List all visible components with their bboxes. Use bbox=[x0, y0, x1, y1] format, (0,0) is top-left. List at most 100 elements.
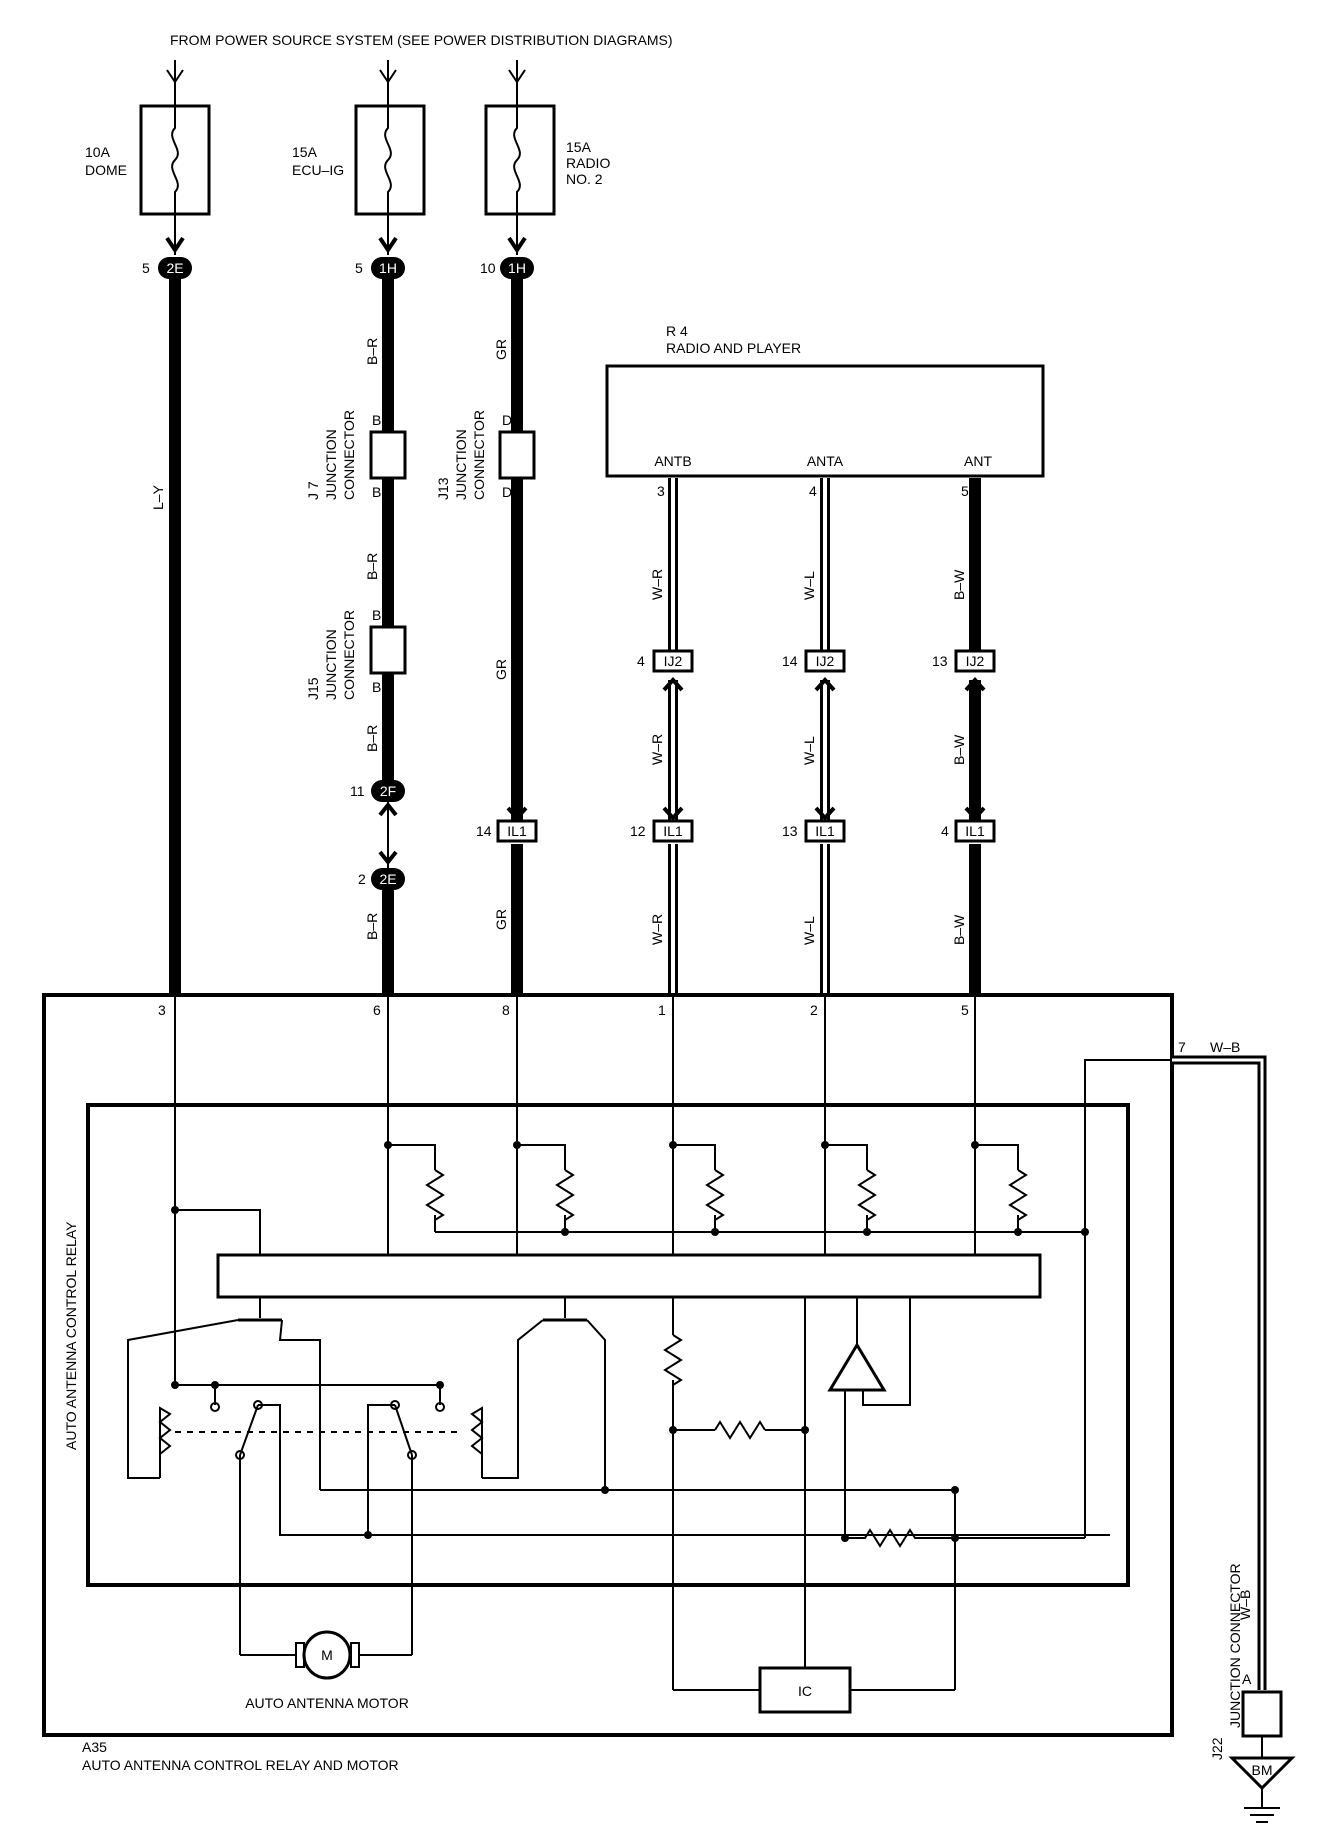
connector-2e-top: 2E 5 bbox=[142, 257, 192, 279]
svg-text:13: 13 bbox=[782, 823, 798, 839]
svg-text:ANTB: ANTB bbox=[654, 453, 691, 469]
svg-text:J 7: J 7 bbox=[305, 481, 321, 500]
svg-text:B: B bbox=[372, 484, 381, 500]
svg-text:ANT: ANT bbox=[964, 453, 992, 469]
svg-text:2: 2 bbox=[810, 1002, 818, 1018]
svg-text:1H: 1H bbox=[508, 260, 526, 276]
svg-text:W–L: W–L bbox=[801, 571, 817, 600]
svg-text:5: 5 bbox=[961, 1002, 969, 1018]
svg-text:14: 14 bbox=[476, 823, 492, 839]
svg-text:2F: 2F bbox=[380, 783, 396, 799]
svg-text:4: 4 bbox=[941, 823, 949, 839]
fuse-dome-amp: 10A bbox=[85, 144, 111, 160]
svg-text:JUNCTION: JUNCTION bbox=[323, 429, 339, 500]
svg-text:2E: 2E bbox=[166, 260, 183, 276]
svg-text:J13: J13 bbox=[435, 477, 451, 500]
fuse-dome: 10A DOME bbox=[85, 104, 211, 216]
svg-text:JUNCTION: JUNCTION bbox=[323, 629, 339, 700]
motor-label: AUTO ANTENNA MOTOR bbox=[245, 1695, 409, 1711]
junction-j13: D D J13 JUNCTION CONNECTOR bbox=[435, 410, 536, 500]
svg-text:W–L: W–L bbox=[801, 916, 817, 945]
component-name: AUTO ANTENNA CONTROL RELAY AND MOTOR bbox=[82, 1757, 399, 1773]
il1-connectors: IL1 14 IL1 12 IL1 13 IL1 4 bbox=[476, 806, 996, 843]
fuse-output-wires bbox=[165, 214, 527, 255]
svg-text:B: B bbox=[372, 607, 381, 623]
svg-text:13: 13 bbox=[932, 653, 948, 669]
ic-chip: IC bbox=[758, 1666, 852, 1714]
svg-text:1H: 1H bbox=[379, 260, 397, 276]
svg-text:ANTA: ANTA bbox=[807, 453, 844, 469]
svg-text:A: A bbox=[1242, 1671, 1252, 1687]
svg-text:B–R: B–R bbox=[364, 725, 380, 752]
fuse-ecu-ig: 15A ECU–IG bbox=[292, 104, 426, 216]
svg-text:14: 14 bbox=[782, 653, 798, 669]
fuse-ecu-name: ECU–IG bbox=[292, 162, 344, 178]
supply-arrows bbox=[166, 60, 526, 105]
connector-1h-radio: 1H 10 bbox=[480, 257, 534, 279]
svg-text:J22: J22 bbox=[1209, 1737, 1225, 1760]
relay-assembly: 3 6 8 1 2 5 AUTO ANTENNA CONTROL RELAY bbox=[42, 993, 1174, 1737]
ij2-connectors: IJ2 4 IJ2 14 IJ2 13 bbox=[637, 649, 996, 692]
relay-label: AUTO ANTENNA CONTROL RELAY bbox=[63, 1221, 79, 1450]
svg-text:IL1: IL1 bbox=[965, 823, 985, 839]
fuse-radio-amp: 15A bbox=[566, 139, 592, 155]
fuse-ecu-amp: 15A bbox=[292, 144, 318, 160]
antenna-motor: M AUTO ANTENNA MOTOR bbox=[245, 1630, 409, 1711]
svg-text:D: D bbox=[502, 484, 512, 500]
svg-text:8: 8 bbox=[502, 1002, 510, 1018]
connector-2e-lower: 2E 2 bbox=[358, 868, 405, 890]
svg-text:W–B: W–B bbox=[1237, 1590, 1253, 1620]
svg-text:CONNECTOR: CONNECTOR bbox=[341, 410, 357, 500]
svg-text:JUNCTION CONNECTOR: JUNCTION CONNECTOR bbox=[1227, 1563, 1243, 1728]
svg-text:J15: J15 bbox=[305, 677, 321, 700]
svg-text:IJ2: IJ2 bbox=[816, 653, 835, 669]
svg-text:W–R: W–R bbox=[649, 914, 665, 945]
svg-text:10: 10 bbox=[480, 260, 496, 276]
svg-text:4: 4 bbox=[637, 653, 645, 669]
svg-text:CONNECTOR: CONNECTOR bbox=[471, 410, 487, 500]
fuse-radio-name2: NO. 2 bbox=[566, 171, 603, 187]
radio-id: R 4 bbox=[666, 323, 688, 339]
connector-2f: 2F 11 bbox=[350, 780, 405, 868]
svg-text:B–W: B–W bbox=[951, 914, 967, 945]
fuse-radio: 15A RADIO NO. 2 bbox=[484, 104, 610, 216]
svg-text:D: D bbox=[502, 412, 512, 428]
svg-text:3: 3 bbox=[158, 1002, 166, 1018]
svg-text:3: 3 bbox=[657, 483, 665, 499]
svg-text:IL1: IL1 bbox=[663, 823, 683, 839]
svg-text:5: 5 bbox=[355, 260, 363, 276]
svg-text:GR: GR bbox=[493, 909, 509, 930]
radio-name: RADIO AND PLAYER bbox=[666, 340, 801, 356]
wire-color-labels: L–Y B–R B–R B–R B–R GR GR GR W–R W–R W–R… bbox=[150, 338, 967, 945]
fuse-dome-name: DOME bbox=[85, 162, 127, 178]
svg-text:IL1: IL1 bbox=[815, 823, 835, 839]
svg-text:JUNCTION: JUNCTION bbox=[453, 429, 469, 500]
svg-text:IL1: IL1 bbox=[507, 823, 527, 839]
svg-text:5: 5 bbox=[961, 483, 969, 499]
connector-1h-ecu: 1H 5 bbox=[355, 257, 405, 279]
svg-text:4: 4 bbox=[809, 483, 817, 499]
svg-text:B: B bbox=[372, 679, 381, 695]
motor-symbol: M bbox=[321, 1647, 333, 1663]
component-id: A35 bbox=[82, 1739, 107, 1755]
svg-text:6: 6 bbox=[373, 1002, 381, 1018]
svg-text:B: B bbox=[372, 412, 381, 428]
thick-wires bbox=[169, 278, 981, 995]
svg-text:12: 12 bbox=[630, 823, 646, 839]
svg-text:IJ2: IJ2 bbox=[664, 653, 683, 669]
svg-text:2: 2 bbox=[358, 871, 366, 887]
svg-text:11: 11 bbox=[350, 783, 365, 799]
svg-text:7: 7 bbox=[1178, 1039, 1186, 1055]
relay-internal-wiring bbox=[127, 995, 1172, 1691]
svg-text:5: 5 bbox=[142, 260, 150, 276]
svg-text:CONNECTOR: CONNECTOR bbox=[341, 610, 357, 700]
junction-j7: B B J 7 JUNCTION CONNECTOR bbox=[305, 410, 407, 500]
wire-color-dome: L–Y bbox=[150, 484, 166, 510]
svg-text:IJ2: IJ2 bbox=[966, 653, 985, 669]
junction-j15: B B J15 JUNCTION CONNECTOR bbox=[305, 607, 407, 700]
fuse-radio-name: RADIO bbox=[566, 155, 610, 171]
svg-text:W–L: W–L bbox=[801, 736, 817, 765]
ground-circuit: 7 W–B W–B A J22 JUNCTION CONNECTOR BM bbox=[1172, 1039, 1296, 1823]
ground-point-label: BM bbox=[1252, 1762, 1273, 1778]
